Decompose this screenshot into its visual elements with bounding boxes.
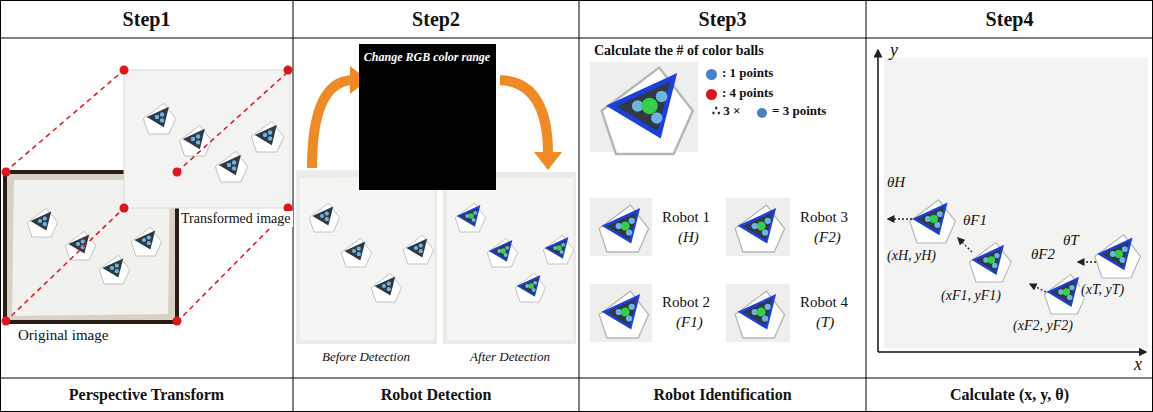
node-text: Perspective Transform bbox=[69, 386, 224, 404]
figure-label: Before Detection bbox=[322, 350, 410, 365]
figure-label: θH bbox=[886, 174, 906, 191]
node-text: Step1 bbox=[123, 8, 171, 31]
figure-label: Original image bbox=[18, 327, 108, 344]
node-text: Calculate (x, y, θ) bbox=[950, 386, 1069, 404]
figure-label: (xT, yT) bbox=[1080, 282, 1125, 298]
figure-label: Robot 3 bbox=[800, 209, 848, 226]
header-cell: Step3 bbox=[579, 0, 866, 38]
footer-cell: Perspective Transform bbox=[0, 378, 293, 412]
node-text: Step2 bbox=[412, 8, 460, 31]
figure-label: y bbox=[890, 40, 898, 61]
legend-text: : 4 points bbox=[722, 86, 773, 101]
figure-label: Robot 2 bbox=[662, 294, 710, 311]
figure-label: (H) bbox=[678, 229, 699, 246]
node-text: Change RGB color range bbox=[364, 50, 490, 65]
figure-label: (xF2, yF2) bbox=[1012, 318, 1074, 334]
figure-label: Robot 1 bbox=[662, 209, 710, 226]
figure-label: Robot 4 bbox=[800, 294, 848, 311]
figure-label: Transformed image bbox=[179, 211, 293, 227]
figure-label: (xH, yH) bbox=[886, 248, 937, 264]
header-cell: Step4 bbox=[866, 0, 1153, 38]
figure-label: (xF1, yF1) bbox=[940, 288, 1002, 304]
figure-label: θF1 bbox=[962, 212, 988, 229]
figure-label: = 3 points bbox=[772, 104, 826, 119]
figure-label: After Detection bbox=[470, 350, 550, 365]
threshold-box: Change RGB color range bbox=[359, 44, 496, 190]
node-text: Robot Detection bbox=[381, 386, 492, 404]
node-text: Robot Identification bbox=[653, 386, 791, 404]
footer-cell: Robot Identification bbox=[579, 378, 866, 412]
legend-swatch bbox=[706, 69, 717, 80]
figure-label: (F2) bbox=[814, 229, 841, 246]
figure-label: (F1) bbox=[676, 314, 703, 331]
node-text: Step3 bbox=[699, 8, 747, 31]
figure-label: ∴ 3 × bbox=[712, 104, 740, 119]
legend-swatch bbox=[706, 89, 717, 100]
header-cell: Step1 bbox=[0, 0, 293, 38]
figure-label: (T) bbox=[816, 314, 834, 331]
node-text: Step4 bbox=[986, 8, 1034, 31]
header-cell: Step2 bbox=[293, 0, 579, 38]
figure-label: Calculate the # of color balls bbox=[594, 43, 764, 59]
figure-label: θT bbox=[1062, 232, 1080, 249]
legend-text: : 1 points bbox=[722, 66, 773, 81]
figure-label: x bbox=[1134, 354, 1142, 375]
footer-cell: Calculate (x, y, θ) bbox=[866, 378, 1153, 412]
figure-label: θF2 bbox=[1030, 246, 1056, 263]
footer-cell: Robot Detection bbox=[293, 378, 579, 412]
